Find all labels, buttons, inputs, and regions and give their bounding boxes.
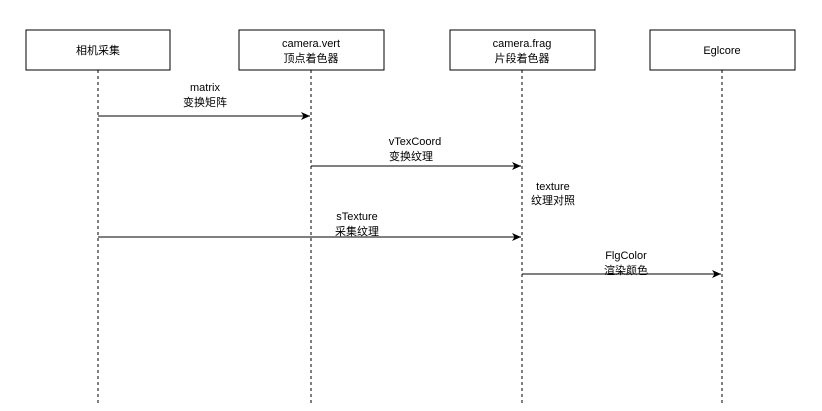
message-flgcolor-label: FlgColor: [605, 250, 647, 262]
participant-frag-label: camera.frag: [493, 38, 552, 50]
participant-vert-label: camera.vert: [282, 38, 340, 50]
participant-vert: camera.vert 顶点着色器: [238, 29, 385, 71]
note-texture-label: texture: [536, 181, 570, 193]
message-vtexcoord-sublabel: 变换纹理: [389, 149, 433, 163]
message-matrix-label: matrix: [190, 82, 220, 94]
message-stexture: sTexture 采集纹理: [98, 211, 521, 241]
participant-eglcore-label: Eglcore: [703, 45, 740, 57]
message-stexture-label: sTexture: [336, 211, 378, 223]
message-flgcolor: FlgColor 渲染颜色: [522, 250, 721, 278]
participant-capture: 相机采集: [25, 29, 171, 71]
participant-vert-sublabel: 顶点着色器: [284, 51, 339, 65]
participant-frag-sublabel: 片段着色器: [495, 51, 550, 65]
note-texture-sublabel: 纹理对照: [531, 193, 575, 207]
message-vtexcoord-label: vTexCoord: [389, 136, 442, 148]
message-stexture-sublabel: 采集纹理: [335, 224, 379, 238]
message-matrix: matrix 变换矩阵: [98, 82, 310, 120]
message-vtexcoord: vTexCoord 变换纹理: [311, 136, 521, 170]
message-flgcolor-sublabel: 渲染颜色: [604, 263, 648, 277]
participant-frag: camera.frag 片段着色器: [449, 29, 596, 71]
participant-eglcore: Eglcore: [649, 29, 796, 71]
participant-capture-label: 相机采集: [76, 43, 120, 57]
message-matrix-sublabel: 变换矩阵: [183, 95, 227, 109]
note-texture: texture 纹理对照: [531, 181, 575, 207]
